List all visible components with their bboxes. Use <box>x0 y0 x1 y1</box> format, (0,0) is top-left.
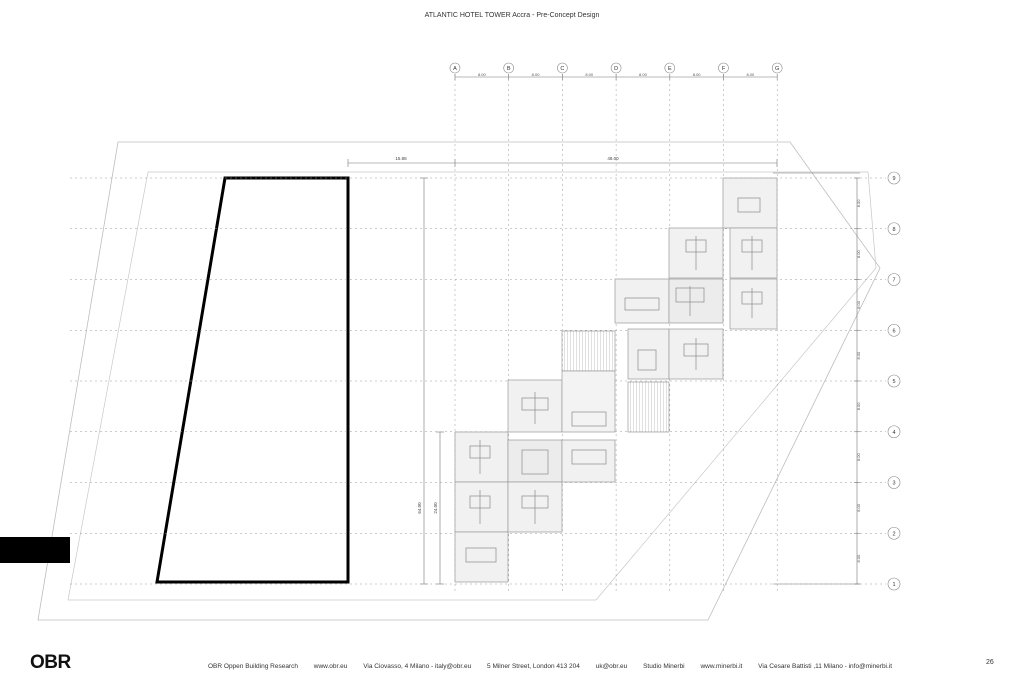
room-module <box>454 531 509 583</box>
room-module <box>614 278 670 324</box>
grid-bubble-row <box>887 171 901 185</box>
footer-contacts: OBR Oppen Building Research www.obr.eu V… <box>208 663 906 670</box>
room-module <box>729 227 778 279</box>
row-spacing-label: 8.00 <box>856 402 861 411</box>
row-spacing-label: 8.00 <box>856 351 861 360</box>
dimension-label-overall-height: 64.00 <box>417 502 422 514</box>
grid-bubble-column <box>557 62 568 74</box>
column-spacing-label: 8.00 <box>693 72 702 77</box>
footer-email-uk[interactable]: uk@obr.eu <box>595 663 628 670</box>
column-spacing-label: 8.00 <box>478 72 487 77</box>
grid-bubble-column <box>771 62 783 74</box>
grid-label-row: 7 <box>892 278 895 284</box>
grid-label-row: 5 <box>892 379 895 385</box>
interior-partitions <box>465 197 763 563</box>
row-spacing-label: 8.00 <box>856 452 861 461</box>
grid-label-row: 8 <box>892 227 895 233</box>
footer-web-link-minerbi[interactable]: www.minerbi.it <box>700 663 743 670</box>
grid-label-column: A <box>453 66 457 72</box>
site-boundary-inner <box>67 171 877 601</box>
core-hatched <box>627 381 670 433</box>
room-module <box>454 481 509 533</box>
grid-bubble-row <box>887 374 901 388</box>
grid-label-row: 4 <box>892 430 895 436</box>
row-spacing-label: 8.00 <box>856 503 861 512</box>
grid-label-column: E <box>668 66 672 72</box>
grid-label-column: G <box>775 66 779 72</box>
plot-outline <box>155 176 350 584</box>
row-spacing-label: 8.00 <box>856 554 861 563</box>
dimension-label-left-offset: 15.88 <box>395 156 407 161</box>
dimension-label-overall-width: 48.00 <box>607 156 619 161</box>
grid-label-column: B <box>507 66 511 72</box>
grid-label-row: 1 <box>892 582 895 588</box>
room-module <box>454 431 509 483</box>
grid-bubble-column <box>449 62 461 74</box>
room-module <box>668 278 724 324</box>
row-spacing-label: 8.00 <box>856 300 861 309</box>
row-spacing-label: 8.00 <box>856 199 861 208</box>
grid-bubble-column <box>610 62 622 74</box>
grid-bubble-row <box>887 577 901 591</box>
column-spacing-label: 8.00 <box>585 72 594 77</box>
grid-bubble-row <box>887 273 901 286</box>
footer-studio: Studio Minerbi <box>643 663 685 670</box>
black-label-tab <box>0 537 70 563</box>
grid-bubble-column <box>664 62 676 74</box>
room-module <box>561 439 616 483</box>
grid-bubble-row <box>887 425 901 439</box>
column-spacing-label: 8.00 <box>639 72 648 77</box>
grid-label-row: 3 <box>892 481 895 487</box>
grid-label-column: D <box>614 66 618 72</box>
footer-address-london: 5 Milner Street, London 413 204 <box>487 663 580 670</box>
dimension-label-partial-height: 24.00 <box>433 502 438 514</box>
room-module <box>722 177 778 229</box>
building-modules <box>454 177 778 583</box>
row-spacing-label: 8.00 <box>856 249 861 258</box>
drawing-title: ATLANTIC HOTEL TOWER Accra - Pre-Concept… <box>424 12 600 19</box>
column-spacing-label: 8.00 <box>532 72 541 77</box>
grid-label-row: 9 <box>892 176 895 182</box>
room-module <box>627 328 670 380</box>
page-number: 26 <box>986 659 994 666</box>
obr-logo: OBR <box>30 652 71 673</box>
footer-address-minerbi: Via Cesare Battisti ,11 Milano - info@mi… <box>758 663 893 670</box>
grid-label-column: C <box>560 66 564 72</box>
column-spacing-label: 8.00 <box>746 72 755 77</box>
grid-bubble-column <box>718 62 729 74</box>
core-hatched <box>561 330 616 372</box>
room-module <box>561 370 616 433</box>
grid-bubble-column <box>503 62 515 74</box>
grid-label-row: 2 <box>892 531 895 537</box>
grid-label-row: 6 <box>892 328 895 334</box>
grid-bubble-row <box>887 476 901 489</box>
grid-bubble-row <box>887 222 901 236</box>
grid-label-column: F <box>722 66 726 72</box>
footer-company: OBR Oppen Building Research <box>208 663 298 670</box>
footer-web-link[interactable]: www.obr.eu <box>313 663 348 670</box>
grid-bubble-row <box>887 526 901 540</box>
room-module <box>507 439 563 483</box>
grid-bubble-row <box>887 323 901 337</box>
footer-address-milano: Via Ciovasso, 4 Milano - italy@obr.eu <box>363 663 472 670</box>
